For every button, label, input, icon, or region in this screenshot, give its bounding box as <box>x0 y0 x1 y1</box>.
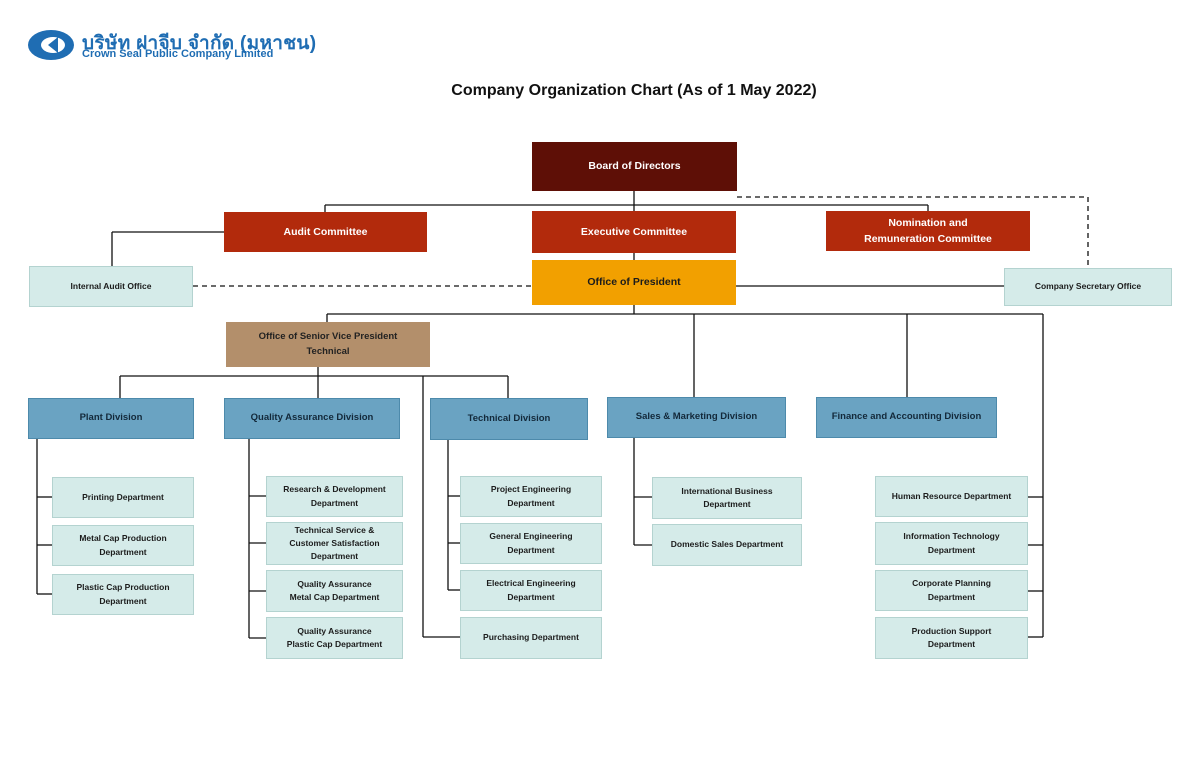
general-engineering-department-box: General Engineering Department <box>460 523 602 564</box>
sales-marketing-division-box: Sales & Marketing Division <box>607 397 786 438</box>
production-support-department-box: Production Support Department <box>875 617 1028 659</box>
plastic-cap-production-department-box: Plastic Cap Production Department <box>52 574 194 615</box>
domestic-sales-department-box: Domestic Sales Department <box>652 524 802 566</box>
international-business-department-box: International Business Department <box>652 477 802 519</box>
research-development-department-box: Research & Development Department <box>266 476 403 517</box>
finance-accounting-division-box: Finance and Accounting Division <box>816 397 997 438</box>
technical-service-department-box: Technical Service & Customer Satisfactio… <box>266 522 403 565</box>
senior-vp-technical-box: Office of Senior Vice President Technica… <box>226 322 430 367</box>
quality-assurance-division-box: Quality Assurance Division <box>224 398 400 439</box>
company-logo: บริษัท ฝาจีบ จำกัด (มหาชน) Crown Seal Pu… <box>26 26 346 66</box>
nomination-committee-box: Nomination and Remuneration Committee <box>826 211 1030 251</box>
company-name-english: Crown Seal Public Company Limited <box>82 48 274 60</box>
human-resource-department-box: Human Resource Department <box>875 476 1028 517</box>
project-engineering-department-box: Project Engineering Department <box>460 476 602 517</box>
company-secretary-office-box: Company Secretary Office <box>1004 268 1172 306</box>
executive-committee-box: Executive Committee <box>532 211 736 253</box>
chart-title: Company Organization Chart (As of 1 May … <box>451 82 817 99</box>
printing-department-box: Printing Department <box>52 477 194 518</box>
metal-cap-production-department-box: Metal Cap Production Department <box>52 525 194 566</box>
office-of-president-box: Office of President <box>532 260 736 305</box>
internal-audit-office-box: Internal Audit Office <box>29 266 193 307</box>
company-name-thai: บริษัท ฝาจีบ จำกัด (มหาชน) <box>82 33 317 54</box>
technical-division-box: Technical Division <box>430 398 588 440</box>
purchasing-department-box: Purchasing Department <box>460 617 602 659</box>
corporate-planning-department-box: Corporate Planning Department <box>875 570 1028 611</box>
board-of-directors-box: Board of Directors <box>532 142 737 191</box>
qa-plastic-cap-department-box: Quality Assurance Plastic Cap Department <box>266 617 403 659</box>
qa-metal-cap-department-box: Quality Assurance Metal Cap Department <box>266 570 403 612</box>
plant-division-box: Plant Division <box>28 398 194 439</box>
audit-committee-box: Audit Committee <box>224 212 427 252</box>
crown-seal-logo-icon <box>28 30 74 60</box>
electrical-engineering-department-box: Electrical Engineering Department <box>460 570 602 611</box>
information-technology-department-box: Information Technology Department <box>875 522 1028 565</box>
